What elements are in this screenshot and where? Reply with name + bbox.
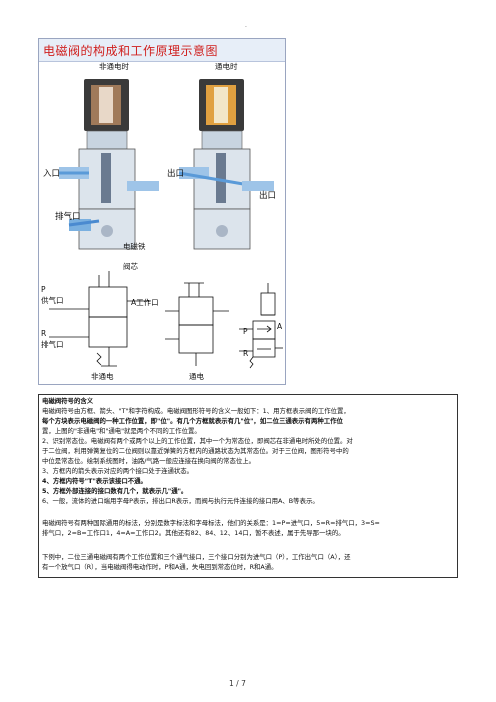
text-line-3: 置，上图的"非通电"和"通电"就是两个不同的工作位置。 [42,427,201,435]
symbol-meaning-text-box: 电磁阀符号的含义 电磁阀符号由方框、箭头、"T"和字符构成。电磁阀图形符号的含义… [38,394,458,578]
label-non-energized: 非通电时 [99,62,129,71]
text-line-2: 每个方块表示电磁阀的一种工作位置，即"位"。有几个方框就表示有几"位"，如二位三… [42,417,343,425]
text-line-12: 电磁阀符号有两种国际通用的标法，分别是数字标法和字母标法，他们的关系是：1=P=… [42,519,380,527]
text-line-7: 3、方框内的箭头表示对应的两个接口处于连通状态。 [42,467,194,475]
label-p: P [41,285,46,294]
label-inlet: 入口 [43,169,61,179]
diagram-title-bar: 电磁阀的构成和工作原理示意图 [39,39,285,62]
label-valve-core: 阀芯 [123,262,138,271]
solenoid-diagram-figure: 电磁阀的构成和工作原理示意图 [38,38,286,385]
label-energized: 通电时 [215,62,238,71]
label-sym-p: P [243,327,248,336]
text-line-1: 电磁阀符号由方框、箭头、"T"和字符构成。电磁阀图形符号的含义一般如下：1、用方… [42,407,350,415]
page-number: 1 / 7 [229,679,246,688]
text-line-6: 中位是常态位。绘制系统图时，油路/气路一般应连接在换向阀的常态位上。 [42,457,256,465]
label-exhaust: 排气口 [55,212,81,222]
text-line-15: 下例中，二位三通电磁阀有两个工作位置和三个通气接口，三个接口分别为进气口（P），… [42,553,351,561]
label-sym-r: R [243,349,249,358]
text-line-0: 电磁阀符号的含义 [42,397,94,405]
text-line-4: 2、识别常态位。电磁阀有两个或两个以上的工作位置，其中一个为常态位，即阀芯在非通… [42,437,353,445]
valve-illustration [49,79,283,369]
label-non-energized-bottom: 非通电 [91,372,114,381]
label-exhaust-port: 排气口 [41,340,64,349]
text-line-10: 6、一般，流体的进口端用字母P表示，排出口R表示，而阀与执行元件连接的接口用A、… [42,497,319,505]
valve-graphic-symbol [239,283,283,369]
label-outlet: 出口 [167,169,185,179]
label-a-work: A工作口 [131,298,159,307]
schematic-non-energized [49,271,149,367]
diagram-title: 电磁阀的构成和工作原理示意图 [43,44,219,58]
text-line-5: 于二位阀，利用弹簧复位的二位阀则以靠近弹簧的方框内的通路状态为其常态位。对于三位… [42,447,349,455]
valve-non-energized-drawing [59,79,159,250]
page-top-mark: . [245,22,247,29]
label-supply-port: 供气口 [41,296,64,305]
label-armature: 电磁铁 [123,242,146,251]
label-r: R [41,329,47,338]
valve-energized-drawing [178,79,274,250]
text-line-8: 4、方框内符号"T"表示该接口不通。 [42,477,147,485]
text-line-16: 有一个放气口（R），当电磁阀得电动作时，P和A通，失电回到常态位时，R和A通。 [42,563,278,571]
schematic-energized [165,282,229,366]
label-outlet-right: 出口 [259,191,277,201]
label-energized-bottom: 通电 [189,372,204,381]
label-sym-a: A [277,322,283,331]
text-line-13: 排气口，2=B=工作口1，4=A=工作口2。其他还有82、84、12、14口，暂… [42,529,345,537]
text-line-9: 5、方框外部连接的接口数有几个，就表示几"通"。 [42,487,188,495]
